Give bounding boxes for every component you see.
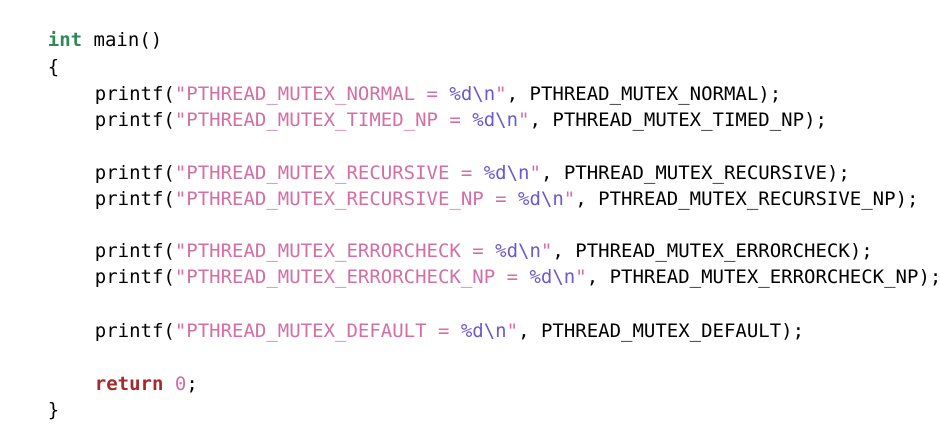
printf-call: printf xyxy=(94,83,164,105)
macro-argument: PTHREAD_MUTEX_RECURSIVE_NP xyxy=(598,188,896,210)
close-brace: } xyxy=(47,399,60,421)
string-literal: "PTHREAD_MUTEX_NORMAL = xyxy=(174,83,450,105)
function-parens: () xyxy=(139,29,163,51)
string-close-quote: " xyxy=(575,266,587,288)
string-close-quote: " xyxy=(495,83,507,105)
string-close-quote: " xyxy=(563,188,576,210)
macro-argument: PTHREAD_MUTEX_RECURSIVE xyxy=(563,162,827,184)
open-brace-line: { xyxy=(2,31,59,78)
string-literal: "PTHREAD_MUTEX_DEFAULT = xyxy=(174,320,461,342)
function-signature-line: int main() xyxy=(2,4,162,51)
macro-argument: PTHREAD_MUTEX_DEFAULT xyxy=(540,320,782,342)
printf-call: printf xyxy=(94,320,164,342)
open-brace: { xyxy=(47,56,60,78)
return-keyword: return xyxy=(94,373,164,395)
string-close-quote: " xyxy=(529,162,541,184)
statement-tail: ; xyxy=(186,373,198,395)
printf-line: printf("PTHREAD_MUTEX_ERRORCHECK_NP = %d… xyxy=(94,266,940,288)
macro-argument: PTHREAD_MUTEX_TIMED_NP xyxy=(552,109,805,131)
printf-line: printf("PTHREAD_MUTEX_DEFAULT = %d\n", P… xyxy=(94,320,805,342)
printf-line: printf("PTHREAD_MUTEX_TIMED_NP = %d\n", … xyxy=(94,109,827,131)
printf-call: printf xyxy=(94,266,164,288)
function-name: main xyxy=(93,29,140,51)
printf-call: printf xyxy=(94,162,164,184)
statement-tail: ); xyxy=(804,109,827,131)
string-close-quote: " xyxy=(506,320,519,342)
statement-tail: ); xyxy=(781,320,805,342)
string-close-quote: " xyxy=(540,240,553,262)
printf-line: printf("PTHREAD_MUTEX_RECURSIVE_NP = %d\… xyxy=(94,188,919,210)
format-specifier: %d\n xyxy=(472,109,519,131)
printf-line: printf("PTHREAD_MUTEX_NORMAL = %d\n", PT… xyxy=(94,83,782,105)
statement-tail: ); xyxy=(895,188,919,210)
return-value: 0 xyxy=(174,373,187,395)
macro-argument: PTHREAD_MUTEX_NORMAL xyxy=(529,83,759,105)
statement-tail: ); xyxy=(758,83,782,105)
macro-argument: PTHREAD_MUTEX_ERRORCHECK xyxy=(575,240,850,262)
string-literal: "PTHREAD_MUTEX_TIMED_NP = xyxy=(174,109,473,131)
string-literal: "PTHREAD_MUTEX_ERRORCHECK = xyxy=(174,240,496,262)
printf-call: printf xyxy=(94,240,164,262)
string-literal: "PTHREAD_MUTEX_RECURSIVE_NP = xyxy=(174,188,519,210)
printf-line: printf("PTHREAD_MUTEX_ERRORCHECK = %d\n"… xyxy=(94,240,873,262)
format-specifier: %d\n xyxy=(518,188,564,210)
statement-tail: ); xyxy=(918,266,940,288)
format-specifier: %d\n xyxy=(483,162,530,184)
return-line: return 0; xyxy=(2,348,198,395)
statement-tail: ); xyxy=(826,162,850,184)
format-specifier: %d\n xyxy=(460,320,507,342)
format-specifier: %d\n xyxy=(449,83,496,105)
format-specifier: %d\n xyxy=(495,240,541,262)
printf-call: printf xyxy=(94,188,164,210)
string-literal: "PTHREAD_MUTEX_RECURSIVE = xyxy=(174,162,484,184)
statement-tail: ); xyxy=(849,240,873,262)
string-close-quote: " xyxy=(518,109,530,131)
printf-call: printf xyxy=(94,109,164,131)
string-literal: "PTHREAD_MUTEX_ERRORCHECK_NP = xyxy=(174,266,530,288)
macro-argument: PTHREAD_MUTEX_ERRORCHECK_NP xyxy=(609,266,919,288)
return-type: int xyxy=(47,29,83,51)
close-brace-line: } xyxy=(2,374,59,421)
code-editor[interactable]: int main() { printf("PTHREAD_MUTEX_NORMA… xyxy=(0,0,940,421)
format-specifier: %d\n xyxy=(529,266,576,288)
printf-line: printf("PTHREAD_MUTEX_RECURSIVE = %d\n",… xyxy=(94,162,850,184)
